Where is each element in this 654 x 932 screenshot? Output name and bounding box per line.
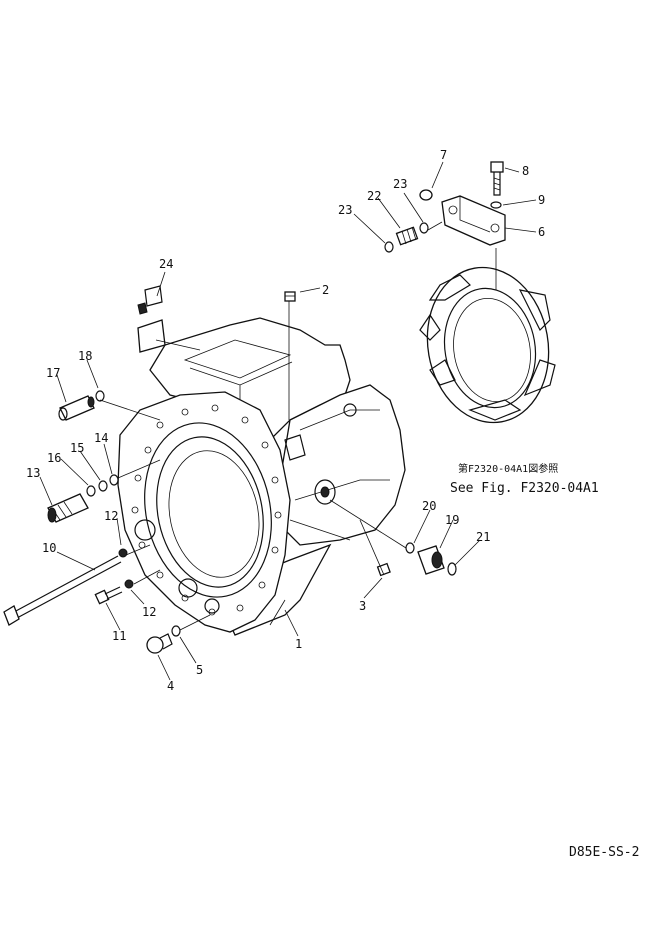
callout-20: 20 — [422, 499, 436, 513]
callout-6: 6 — [538, 225, 545, 239]
breather-part-17 — [58, 395, 95, 421]
plug-part-22 — [395, 226, 419, 246]
fitting-part-19 — [417, 545, 445, 575]
washer-part-12-a — [118, 548, 128, 558]
callout-4: 4 — [167, 679, 174, 693]
o-ring-part-23-a — [419, 222, 429, 234]
callout-22: 22 — [367, 189, 381, 203]
plug-part-4 — [146, 633, 173, 654]
callout-10: 10 — [42, 541, 56, 555]
callout-ticks — [39, 161, 537, 681]
o-ring-part-23-b — [384, 241, 394, 253]
callout-18: 18 — [78, 349, 92, 363]
callout-2: 2 — [322, 283, 329, 297]
callout-23-lower: 23 — [338, 203, 352, 217]
o-ring-part-18 — [95, 390, 105, 402]
flange-ring-assembly — [419, 266, 556, 424]
washer-part-9 — [490, 201, 502, 209]
o-ring-part-14 — [109, 474, 119, 486]
callout-14: 14 — [94, 431, 108, 445]
plate-part-24 — [137, 285, 166, 353]
callout-19: 19 — [445, 513, 459, 527]
o-ring-part-5 — [171, 625, 181, 637]
callout-7: 7 — [440, 148, 447, 162]
fitting-part-13 — [47, 493, 89, 523]
o-ring-part-21 — [447, 562, 457, 576]
o-ring-part-15 — [98, 480, 108, 492]
drawing-code: D85E-SS-2 — [569, 845, 639, 860]
leader-lines — [99, 221, 497, 631]
callout-17: 17 — [46, 366, 60, 380]
callout-5: 5 — [196, 663, 203, 677]
callout-13: 13 — [26, 466, 40, 480]
plug-part-2 — [284, 291, 296, 302]
bracket-part-6 — [441, 195, 506, 246]
reference-japanese: 第F2320-04A1図参照 — [458, 462, 558, 475]
callout-21: 21 — [476, 530, 490, 544]
callout-12-upper: 12 — [104, 509, 118, 523]
transmission-housing — [117, 317, 406, 636]
callout-15: 15 — [70, 441, 84, 455]
callout-11: 11 — [112, 629, 126, 643]
callout-9: 9 — [538, 193, 545, 207]
bolt-part-8 — [490, 161, 504, 196]
callout-3: 3 — [359, 599, 366, 613]
o-ring-part-20 — [405, 542, 415, 554]
bolt-part-11 — [94, 586, 123, 605]
plug-part-7 — [419, 189, 433, 201]
callout-8: 8 — [522, 164, 529, 178]
callout-12-lower: 12 — [142, 605, 156, 619]
long-bolt-part-10 — [3, 555, 122, 626]
callout-23-upper: 23 — [393, 177, 407, 191]
callout-1: 1 — [295, 637, 302, 651]
washer-part-12-b — [124, 579, 134, 589]
reference-english: See Fig. F2320-04A1 — [450, 481, 599, 496]
callout-24: 24 — [159, 257, 173, 271]
callout-16: 16 — [47, 451, 61, 465]
o-ring-part-16 — [86, 485, 96, 497]
